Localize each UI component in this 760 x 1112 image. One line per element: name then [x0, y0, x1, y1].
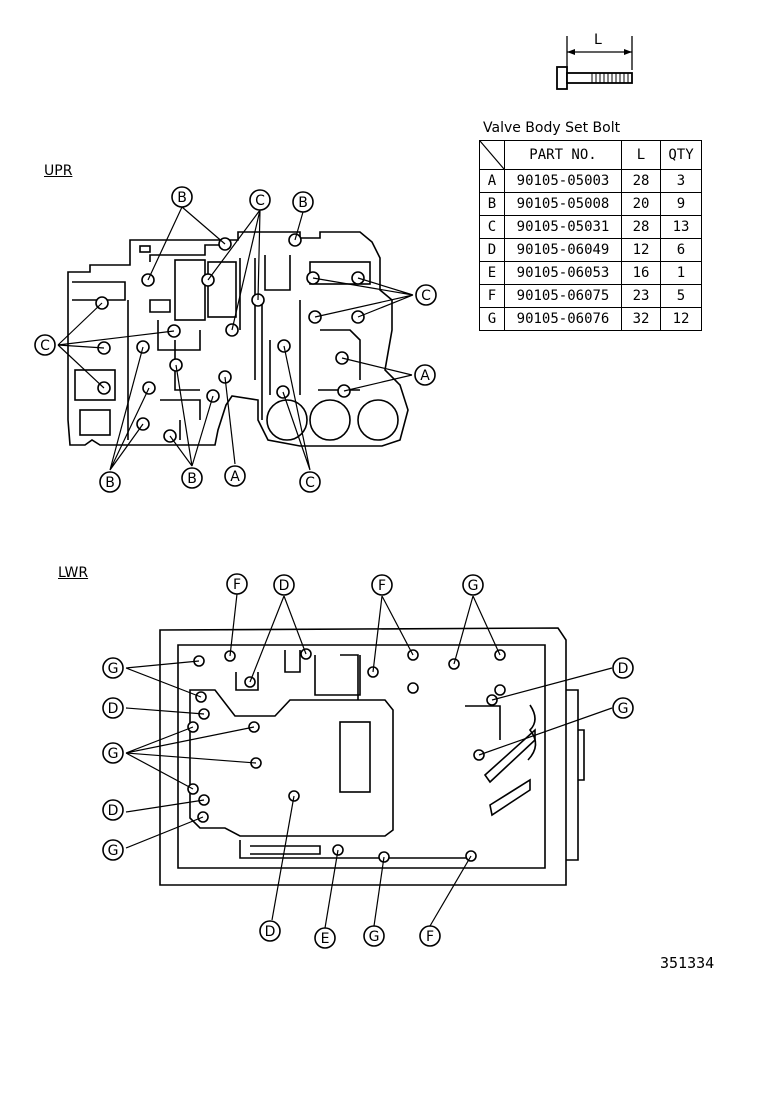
header-qty: QTY — [660, 140, 702, 170]
lower-callout-d-top: D — [279, 578, 290, 594]
bolt-table: PART NO. L QTY A 90105-05003 28 3 B 9010… — [479, 140, 702, 331]
table-title: Valve Body Set Bolt — [483, 120, 621, 136]
upper-callout-c-right: C — [421, 288, 431, 304]
table-row: F 90105-06075 23 5 — [479, 284, 702, 308]
upper-callout-b-bottom-left: B — [105, 475, 115, 491]
lower-valve-body-diagram: F D F G G D G D G D G D E G F — [102, 573, 634, 949]
bolt-dimension-sketch — [556, 36, 633, 90]
header-corner — [479, 140, 505, 170]
lower-callout-g-left-1: G — [108, 661, 119, 677]
row-length: 28 — [621, 169, 661, 193]
row-qty: 5 — [660, 284, 702, 308]
upper-callout-b-top-right: B — [298, 195, 308, 211]
upper-valve-body-diagram: B C B C C A B B A C — [34, 186, 437, 493]
dimension-label: L — [594, 32, 602, 48]
lower-callout-d-left-2: D — [108, 803, 119, 819]
lower-callout-g-bottom: G — [369, 929, 380, 945]
table-row: B 90105-05008 20 9 — [479, 192, 702, 216]
lower-callout-g-right: G — [618, 701, 629, 717]
row-part-no: 90105-06076 — [504, 307, 622, 331]
row-qty: 9 — [660, 192, 702, 216]
lower-callout-d-right: D — [618, 661, 629, 677]
table-header-row: PART NO. L QTY — [479, 140, 702, 170]
row-length: 20 — [621, 192, 661, 216]
upper-section-label: UPR — [44, 163, 73, 179]
lower-callout-f-top-left: F — [233, 577, 241, 593]
row-key: F — [479, 284, 505, 308]
table-row: G 90105-06076 32 12 — [479, 307, 702, 331]
lower-section-label: LWR — [58, 565, 89, 581]
figure-number: 351334 — [660, 954, 715, 972]
lower-callout-d-bottom: D — [265, 924, 276, 940]
lower-callout-g-left-3: G — [108, 843, 119, 859]
row-length: 32 — [621, 307, 661, 331]
row-qty: 12 — [660, 307, 702, 331]
row-qty: 6 — [660, 238, 702, 262]
table-row: C 90105-05031 28 13 — [479, 215, 702, 239]
row-key: C — [479, 215, 505, 239]
row-key: A — [479, 169, 505, 193]
lower-callout-g-left-2: G — [108, 746, 119, 762]
lower-callout-e-bottom: E — [321, 931, 330, 947]
row-qty: 1 — [660, 261, 702, 285]
row-part-no: 90105-06049 — [504, 238, 622, 262]
upper-callout-c-top: C — [255, 193, 265, 209]
upper-callout-c-left: C — [40, 338, 50, 354]
lower-callout-g-top: G — [468, 578, 479, 594]
lower-callout-d-left-1: D — [108, 701, 119, 717]
row-part-no: 90105-05008 — [504, 192, 622, 216]
row-key: G — [479, 307, 505, 331]
lower-callout-f-bottom: F — [426, 929, 434, 945]
table-row: A 90105-05003 28 3 — [479, 169, 702, 193]
lower-callout-f-top: F — [378, 578, 386, 594]
upper-callout-a-right: A — [420, 368, 430, 384]
row-key: E — [479, 261, 505, 285]
table-row: E 90105-06053 16 1 — [479, 261, 702, 285]
row-part-no: 90105-06075 — [504, 284, 622, 308]
upper-callout-b-top-left: B — [177, 190, 187, 206]
upper-callout-b-bottom-center: B — [187, 471, 197, 487]
row-qty: 13 — [660, 215, 702, 239]
upper-callout-c-bottom: C — [305, 475, 315, 491]
upper-callout-a-bottom: A — [230, 469, 240, 485]
